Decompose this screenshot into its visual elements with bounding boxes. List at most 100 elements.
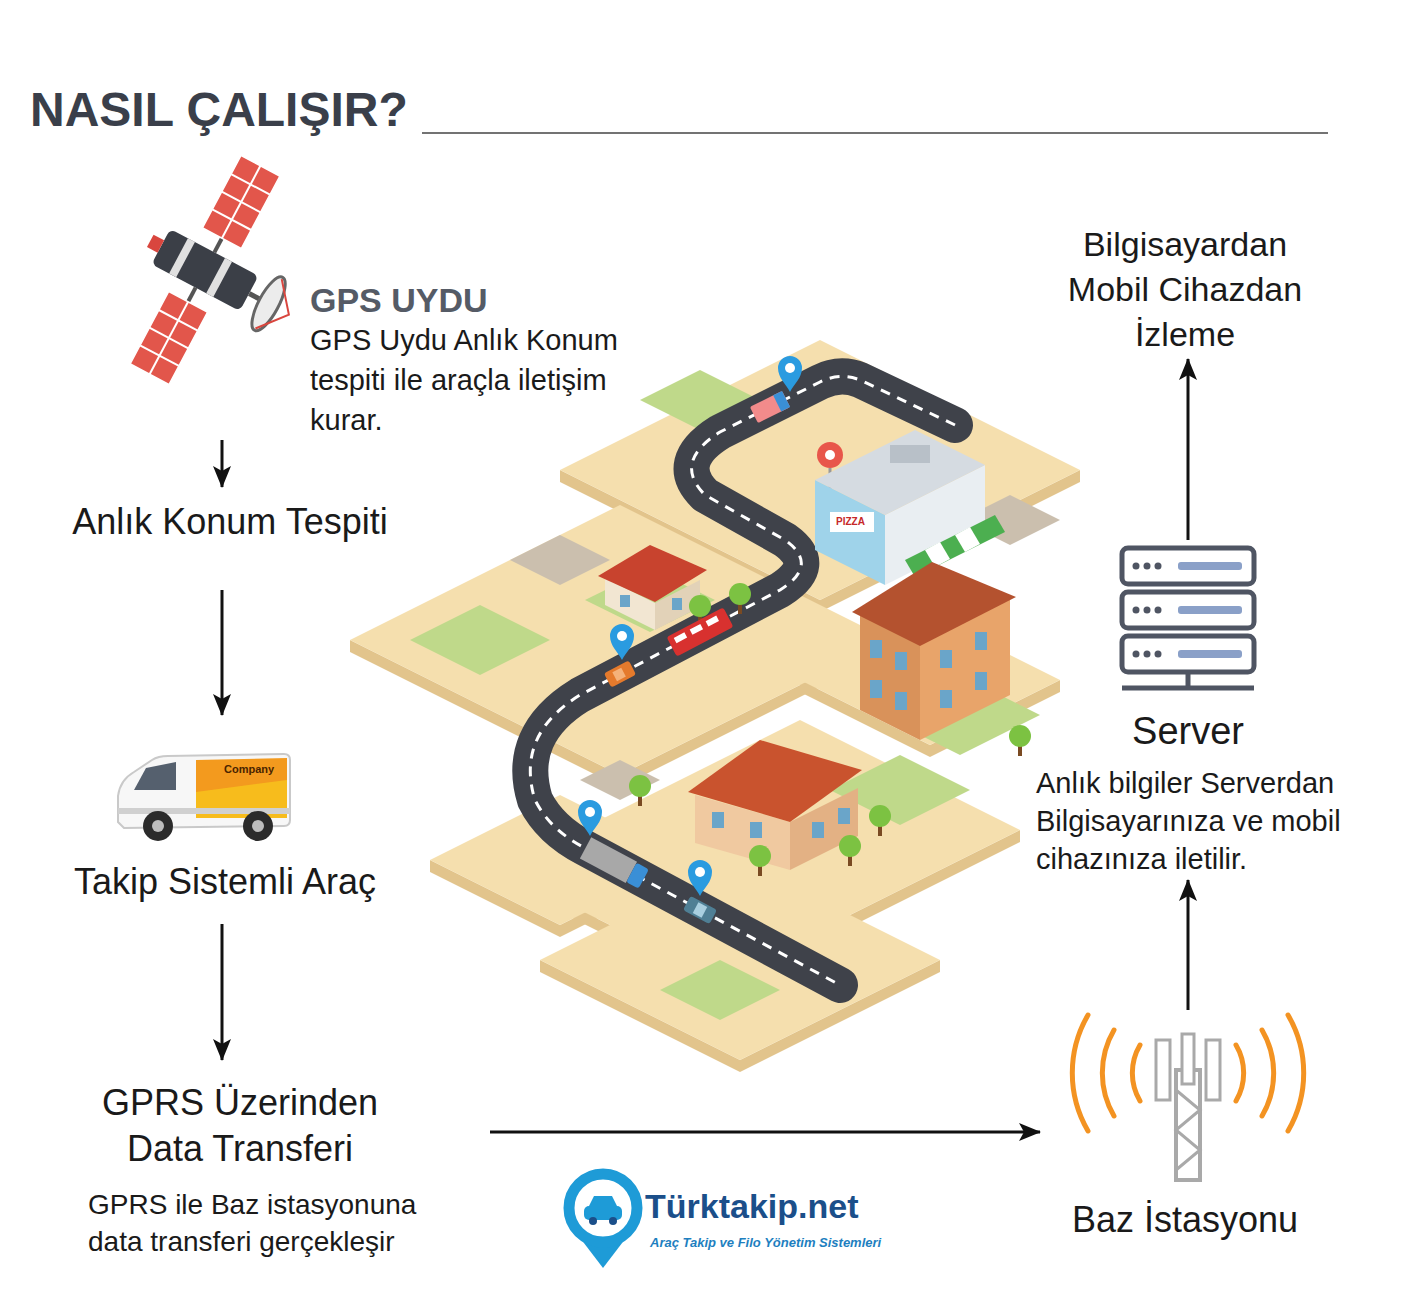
vehicles bbox=[580, 837, 650, 889]
server-icon bbox=[1133, 563, 1140, 570]
gps-satellite bbox=[140, 345, 179, 366]
big-house bbox=[712, 812, 724, 828]
tracking-van bbox=[252, 820, 264, 832]
server-icon bbox=[1178, 562, 1242, 570]
location-pins bbox=[610, 624, 634, 660]
gps-satellite bbox=[222, 166, 260, 238]
tall-house bbox=[852, 562, 1016, 740]
location-pins bbox=[785, 363, 795, 373]
base-station-icon bbox=[1176, 1070, 1200, 1180]
server-icon bbox=[1122, 548, 1254, 584]
base-station-icon bbox=[1072, 1015, 1088, 1131]
server-icon bbox=[1144, 607, 1151, 614]
tracking-van bbox=[143, 811, 173, 841]
sign-text: PIZZA bbox=[833, 515, 868, 529]
tall-house bbox=[895, 692, 907, 710]
flow-arrow bbox=[221, 590, 224, 715]
step-heading: Anlık Konum Tespiti bbox=[40, 500, 420, 544]
location-pins bbox=[688, 860, 712, 896]
gps-satellite bbox=[130, 291, 207, 384]
vehicles bbox=[580, 391, 790, 924]
diagram-title: NASIL ÇALIŞIR? bbox=[30, 80, 408, 140]
vehicles bbox=[683, 896, 717, 924]
house bbox=[598, 545, 707, 630]
city-map bbox=[660, 960, 780, 1020]
pizza-building bbox=[815, 430, 1005, 585]
logo-mark bbox=[569, 1174, 637, 1268]
location-pins bbox=[610, 624, 634, 660]
base-station-icon bbox=[1156, 1040, 1170, 1100]
base-station-icon bbox=[1132, 1045, 1140, 1101]
pizza-building bbox=[890, 445, 930, 463]
gps-satellite bbox=[95, 137, 344, 419]
city-map bbox=[580, 760, 660, 800]
flow-arrow bbox=[221, 440, 224, 487]
logo-mark bbox=[584, 1206, 622, 1220]
gps-satellite bbox=[202, 155, 279, 248]
server-icon bbox=[1155, 563, 1162, 570]
tall-house bbox=[852, 562, 1016, 646]
vehicle-text: Company bbox=[224, 763, 274, 776]
step-heading: Baz İstasyonu bbox=[1040, 1198, 1330, 1242]
step-server: ServerAnlık bilgiler Serverdan Bilgisaya… bbox=[1030, 540, 1390, 880]
gps-satellite bbox=[255, 279, 302, 339]
vehicles bbox=[674, 632, 687, 643]
location-pins bbox=[617, 631, 627, 641]
big-house bbox=[688, 740, 862, 822]
big-house bbox=[812, 822, 824, 838]
trees bbox=[869, 805, 891, 827]
server-icon bbox=[1155, 607, 1162, 614]
vehicles bbox=[604, 660, 636, 687]
step-heading: Takip Sistemli Araç bbox=[35, 860, 415, 904]
step-monitoring: Bilgisayardan Mobil Cihazdan İzleme bbox=[1045, 222, 1325, 359]
pizza-building bbox=[830, 512, 874, 532]
gps-satellite bbox=[169, 238, 195, 277]
server-icon bbox=[1122, 686, 1254, 691]
step-heading: Bilgisayardan Mobil Cihazdan İzleme bbox=[1045, 222, 1325, 357]
vehicles bbox=[667, 607, 734, 656]
logo-mark bbox=[589, 1217, 597, 1225]
base-station-icon bbox=[1182, 1034, 1194, 1084]
vehicles bbox=[750, 391, 790, 423]
city-map bbox=[350, 340, 1080, 1072]
location-pins bbox=[578, 800, 602, 836]
vehicles bbox=[604, 660, 636, 687]
gps-satellite bbox=[206, 258, 232, 297]
location-pins bbox=[578, 800, 602, 836]
flow-arrow bbox=[1187, 880, 1190, 1010]
step-description: GPRS ile Baz istasyonuna data transferi … bbox=[88, 1186, 473, 1260]
vehicles bbox=[580, 837, 637, 883]
location-pins bbox=[688, 860, 712, 896]
house bbox=[672, 598, 682, 610]
location-pins bbox=[695, 867, 705, 877]
location-pins bbox=[778, 356, 802, 392]
gps-satellite bbox=[147, 235, 164, 253]
flow-arrow bbox=[1187, 359, 1190, 540]
vehicles bbox=[773, 391, 790, 412]
pizza-building bbox=[905, 515, 1005, 577]
step-description: Anlık bilgiler Serverdan Bilgisayarınıza… bbox=[1036, 764, 1390, 878]
trees bbox=[629, 775, 651, 797]
server-icon bbox=[1178, 650, 1242, 658]
location-pins bbox=[578, 356, 802, 896]
trees bbox=[749, 845, 771, 867]
trees bbox=[1009, 725, 1031, 747]
gps-satellite bbox=[151, 229, 258, 311]
location-pins bbox=[778, 356, 802, 392]
vehicles bbox=[612, 668, 626, 682]
logo-text: Türktakip.net bbox=[645, 1186, 858, 1227]
flow-arrow bbox=[221, 924, 224, 1060]
trees bbox=[629, 583, 1031, 876]
base-station-icon bbox=[1236, 1045, 1244, 1101]
server-icon bbox=[1178, 606, 1242, 614]
gps-satellite bbox=[231, 174, 270, 195]
house bbox=[620, 595, 630, 607]
step-heading: GPS UYDU bbox=[310, 280, 660, 320]
base-station-icon bbox=[1206, 1040, 1220, 1100]
tall-house bbox=[975, 632, 987, 650]
vehicles bbox=[667, 607, 734, 656]
city-map bbox=[510, 535, 610, 585]
flow-arrow bbox=[490, 1131, 1040, 1134]
big-house bbox=[688, 740, 862, 870]
